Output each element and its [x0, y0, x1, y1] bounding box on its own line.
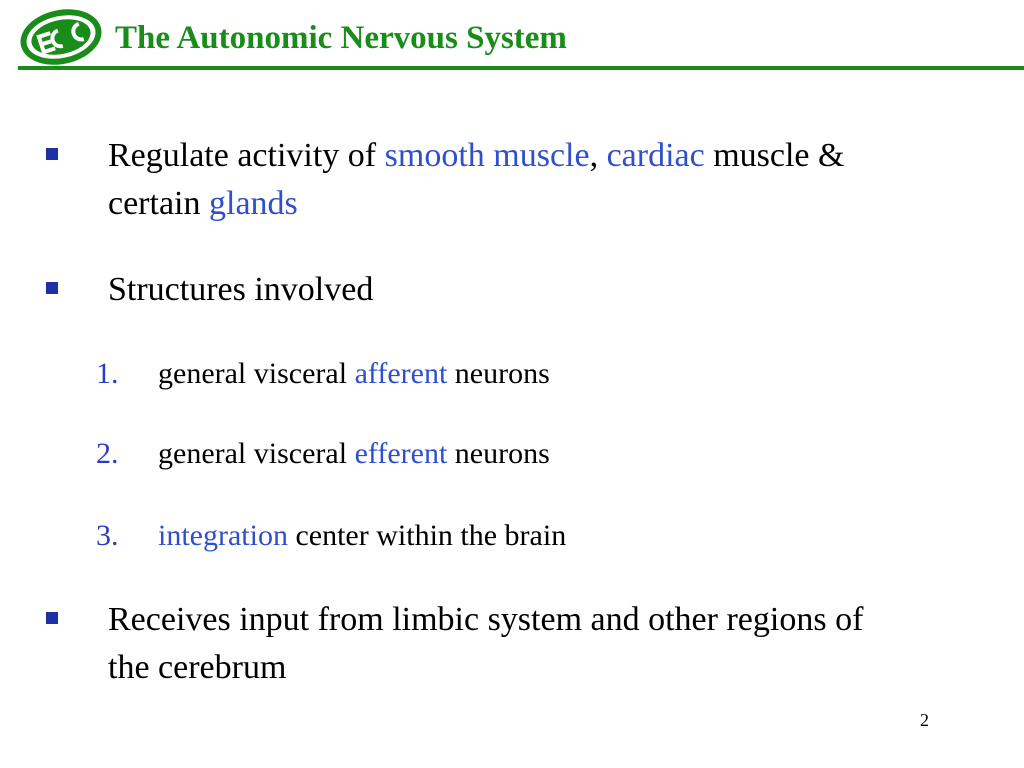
- page-number: 2: [920, 710, 929, 730]
- text-span: general visceral: [158, 357, 355, 390]
- highlight-term-efferent: efferent: [354, 437, 448, 470]
- highlight-term-glands: glands: [209, 185, 298, 222]
- number-marker: 2.: [96, 437, 119, 470]
- text-span: muscle & certain: [108, 137, 845, 222]
- highlight-term-smooth-muscle: smooth muscle: [384, 137, 590, 174]
- text-span: center within the brain: [287, 519, 567, 552]
- number-marker: 1.: [96, 357, 119, 390]
- text-span: ,: [589, 137, 607, 174]
- ecc-logo: [18, 6, 104, 68]
- text-span: Receives input from limbic system and ot…: [108, 601, 864, 686]
- bullet-text: Structures involved: [108, 266, 908, 314]
- text-span: Structures involved: [108, 271, 374, 308]
- text-span: neurons: [447, 437, 550, 470]
- numbered-text: general visceral afferent neurons: [158, 354, 938, 394]
- highlight-term-afferent: afferent: [354, 357, 448, 390]
- square-bullet-icon: [46, 612, 58, 624]
- number-marker: 3.: [96, 519, 119, 552]
- square-bullet-icon: [46, 148, 58, 160]
- bullet-text: Regulate activity of smooth muscle, card…: [108, 132, 908, 228]
- highlight-term-cardiac: cardiac: [606, 137, 705, 174]
- numbered-text: integration center within the brain: [158, 516, 938, 556]
- text-span: neurons: [447, 357, 550, 390]
- slide-title: The Autonomic Nervous System: [115, 20, 567, 56]
- bullet-text: Receives input from limbic system and ot…: [108, 596, 888, 692]
- text-span: general visceral: [158, 437, 355, 470]
- numbered-text: general visceral efferent neurons: [158, 434, 938, 474]
- text-span: Regulate activity of: [108, 137, 385, 174]
- square-bullet-icon: [46, 282, 58, 294]
- title-divider: [18, 66, 1024, 70]
- highlight-term-integration: integration: [158, 519, 288, 552]
